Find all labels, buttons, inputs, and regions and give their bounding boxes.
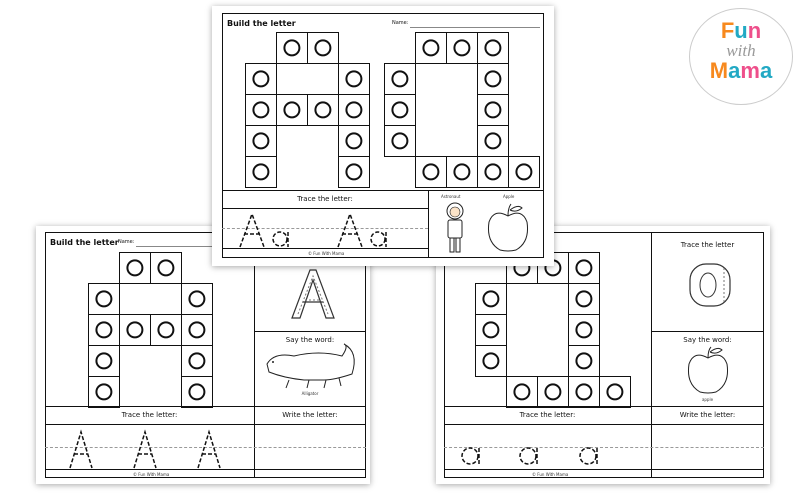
logo-fun: Fun	[720, 18, 762, 43]
trace-letter-label: Trace the letter:	[121, 411, 178, 419]
logo-with: with	[726, 41, 756, 60]
block-cell	[384, 63, 416, 95]
block-cell	[568, 252, 600, 284]
trace-letter-label: Trace the letter:	[297, 195, 353, 203]
sheet-border	[45, 232, 366, 478]
apple-icon	[688, 346, 728, 394]
divider	[254, 232, 255, 478]
block-cell	[150, 252, 182, 284]
block-cell	[477, 125, 509, 157]
word-caption: Alligator	[301, 391, 319, 396]
worksheet-Aa: Build the letter Name: Trace the letter:…	[212, 6, 554, 266]
alligator-icon	[266, 343, 355, 389]
block-cell	[245, 125, 277, 157]
sheet-border	[222, 13, 544, 258]
block-cell	[88, 283, 120, 315]
trace-letter-label: Trace the letter:	[519, 411, 576, 419]
block-cell	[446, 32, 478, 64]
block-cell	[276, 94, 308, 126]
block-cell	[446, 156, 478, 188]
block-cell	[477, 32, 509, 64]
block-cell	[384, 94, 416, 126]
block-cell	[506, 376, 538, 408]
block-cell	[276, 32, 308, 64]
block-cell	[568, 376, 600, 408]
block-cell	[307, 94, 339, 126]
block-cell	[338, 156, 370, 188]
letter-a-trace-icon	[689, 263, 731, 307]
letter-A-trace-icon	[291, 269, 335, 319]
trace-top-label: Trace the letter	[680, 241, 735, 249]
block-cell	[88, 376, 120, 408]
worksheet-lowercase-a: Trace the letter Say the word: apple Tra…	[436, 226, 770, 484]
name-field[interactable]	[136, 246, 256, 247]
block-cell	[384, 125, 416, 157]
block-cell	[181, 376, 213, 408]
block-cell	[181, 345, 213, 377]
word-astronaut: Astronaut	[441, 194, 461, 199]
write-letter-label: Write the letter:	[679, 411, 736, 419]
dashed-A-trace	[69, 429, 221, 469]
dashed-a-trace	[461, 447, 598, 466]
block-cell	[475, 314, 507, 346]
worksheet-uppercase-a: Build the letter Name: Say the word: All…	[36, 226, 370, 484]
block-cell	[245, 156, 277, 188]
block-cell	[415, 156, 447, 188]
apple-icon	[488, 203, 528, 252]
block-cell	[475, 283, 507, 315]
dashed-Aa-trace	[239, 211, 387, 248]
logo-mama: Mama	[709, 58, 773, 83]
word-apple: Apple	[503, 194, 515, 199]
block-cell	[537, 376, 569, 408]
block-cell	[568, 283, 600, 315]
block-cell	[475, 345, 507, 377]
build-letter-title: Build the letter	[50, 238, 119, 247]
block-cell	[181, 314, 213, 346]
block-cell	[181, 283, 213, 315]
block-cell	[568, 345, 600, 377]
block-cell	[338, 94, 370, 126]
block-cell	[119, 252, 151, 284]
block-cell	[245, 63, 277, 95]
copyright: © Fun With Mama	[308, 251, 345, 256]
sheet-border	[444, 232, 764, 478]
say-word-label: Say the word:	[285, 336, 335, 344]
block-cell	[477, 156, 509, 188]
word-caption: apple	[701, 397, 714, 402]
fun-with-mama-logo: Fun with Mama	[689, 8, 793, 105]
build-letter-title: Build the letter	[227, 19, 296, 28]
block-cell	[338, 125, 370, 157]
astronaut-icon	[446, 202, 464, 253]
block-cell	[599, 376, 631, 408]
name-field[interactable]	[410, 27, 540, 28]
say-word-label: Say the word:	[683, 336, 732, 344]
block-cell	[150, 314, 182, 346]
write-letter-label: Write the letter:	[282, 411, 338, 419]
block-cell	[88, 314, 120, 346]
block-cell	[88, 345, 120, 377]
copyright: © Fun With Mama	[133, 472, 170, 477]
block-cell	[119, 314, 151, 346]
block-cell	[307, 32, 339, 64]
block-cell	[415, 32, 447, 64]
block-cell	[508, 156, 540, 188]
copyright: © Fun With Mama	[532, 472, 569, 477]
block-cell	[477, 63, 509, 95]
block-cell	[338, 63, 370, 95]
name-label: Name:	[392, 20, 409, 26]
block-cell	[245, 94, 277, 126]
block-cell	[568, 314, 600, 346]
name-label: Name:	[118, 239, 135, 245]
block-cell	[477, 94, 509, 126]
